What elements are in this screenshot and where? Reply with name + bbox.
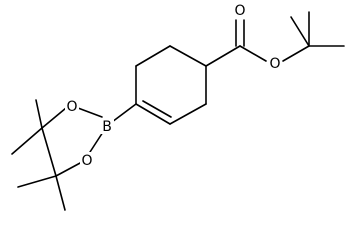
- oxygen-to-carbon-bond: [55, 161, 83, 177]
- oxygen-to-carbon-bond: [41, 107, 67, 129]
- carbon-carbon-bond: [41, 127, 57, 177]
- ring-bond: [169, 103, 207, 125]
- ring-bond: [135, 103, 171, 125]
- atom-labels: O O B O O: [65, 2, 282, 169]
- ring-to-boron-bond: [111, 103, 137, 123]
- tbutyl-methyl-bond: [290, 16, 310, 47]
- ring-bond: [169, 45, 207, 67]
- ester-oxygen-label: O: [269, 56, 280, 72]
- boron-to-oxygen-bond: [89, 131, 104, 153]
- tert-butyl-ester-group: [205, 11, 345, 67]
- pinacol-boronate-group: [11, 99, 137, 211]
- boron-to-oxygen-bond: [77, 107, 103, 118]
- chemical-structure-diagram: O O B O O: [11, 2, 345, 211]
- ring-double-bond-inner: [142, 100, 172, 118]
- methyl-bond: [17, 175, 57, 188]
- carbonyl-oxygen-label: O: [234, 3, 245, 19]
- cyclohexene-ring: [135, 45, 207, 125]
- dioxaborolane-oxygen-upper-label: O: [66, 99, 77, 115]
- ring-bond: [135, 45, 171, 67]
- boron-label: B: [102, 119, 112, 135]
- ester-oxygen-to-tbutyl-bond: [282, 45, 310, 62]
- methyl-bond: [11, 127, 43, 155]
- methyl-bond: [35, 99, 43, 129]
- ring-to-carbonyl-bond: [205, 45, 241, 67]
- carbonyl-to-ester-oxygen-bond: [239, 45, 267, 62]
- methyl-bond: [55, 175, 66, 211]
- dioxaborolane-oxygen-lower-label: O: [81, 153, 92, 169]
